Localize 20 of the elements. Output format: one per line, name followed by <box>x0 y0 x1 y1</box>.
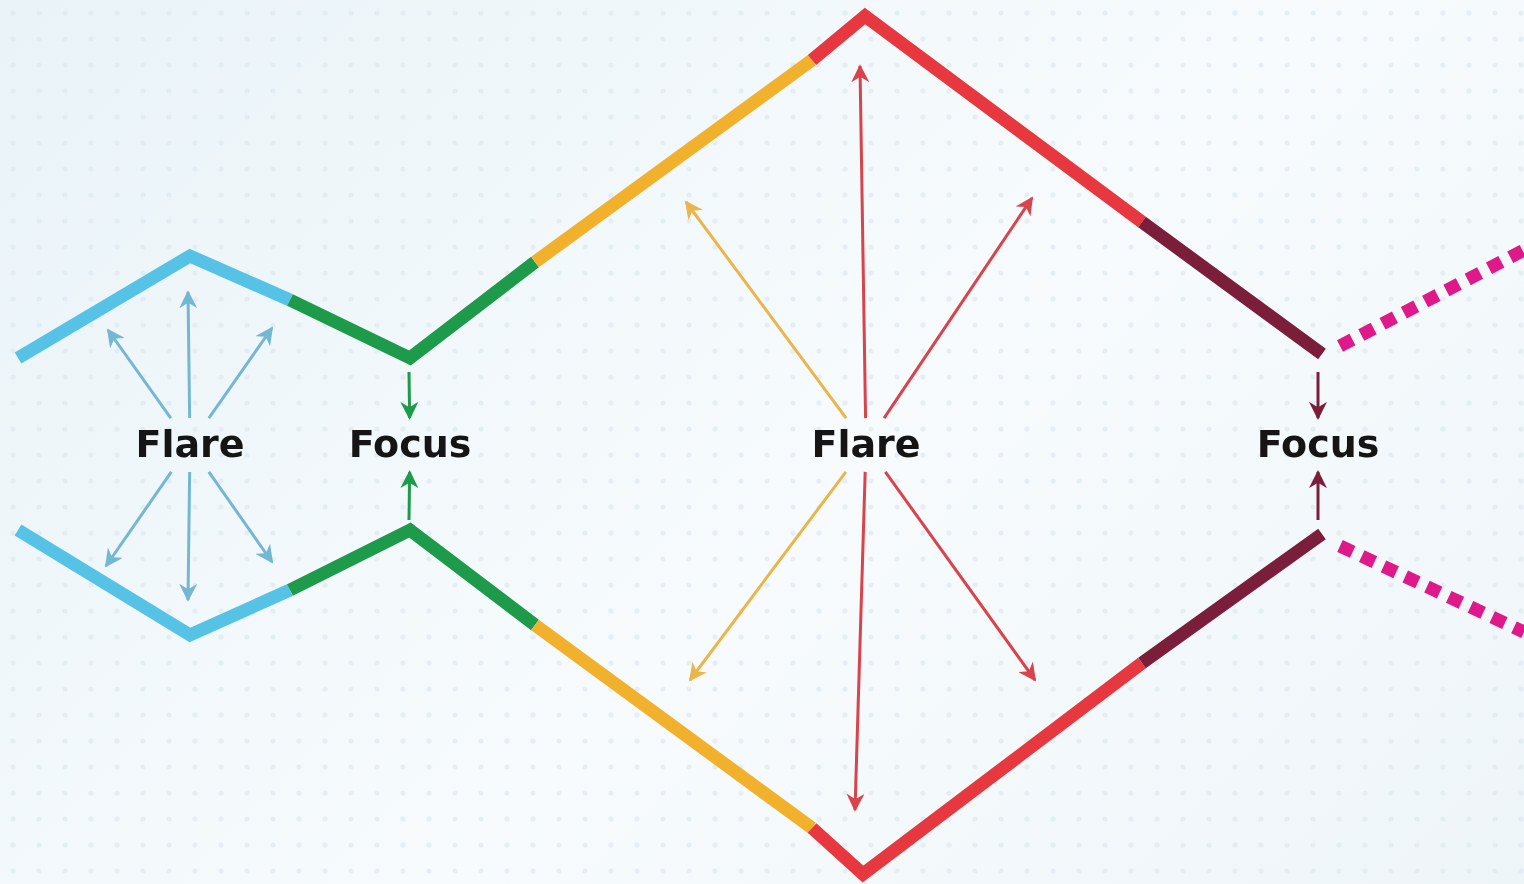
arrow <box>884 471 1037 682</box>
stage-label: Flare <box>135 424 245 466</box>
arrow <box>846 471 867 812</box>
arrow <box>179 290 198 419</box>
arrow <box>106 328 173 419</box>
arrow <box>1309 470 1327 520</box>
arrow <box>400 371 419 420</box>
arrow <box>851 64 870 419</box>
arrow <box>882 196 1034 419</box>
arrow <box>207 471 274 564</box>
arrow <box>104 471 173 568</box>
arrow <box>207 326 274 419</box>
stage-label: Focus <box>348 424 472 466</box>
arrow <box>179 471 198 602</box>
arrow <box>400 470 419 521</box>
arrow <box>688 471 848 682</box>
stage-label: Flare <box>811 424 921 466</box>
stage-label: Focus <box>1256 424 1380 466</box>
arrow <box>1309 372 1327 420</box>
arrow <box>684 200 848 419</box>
